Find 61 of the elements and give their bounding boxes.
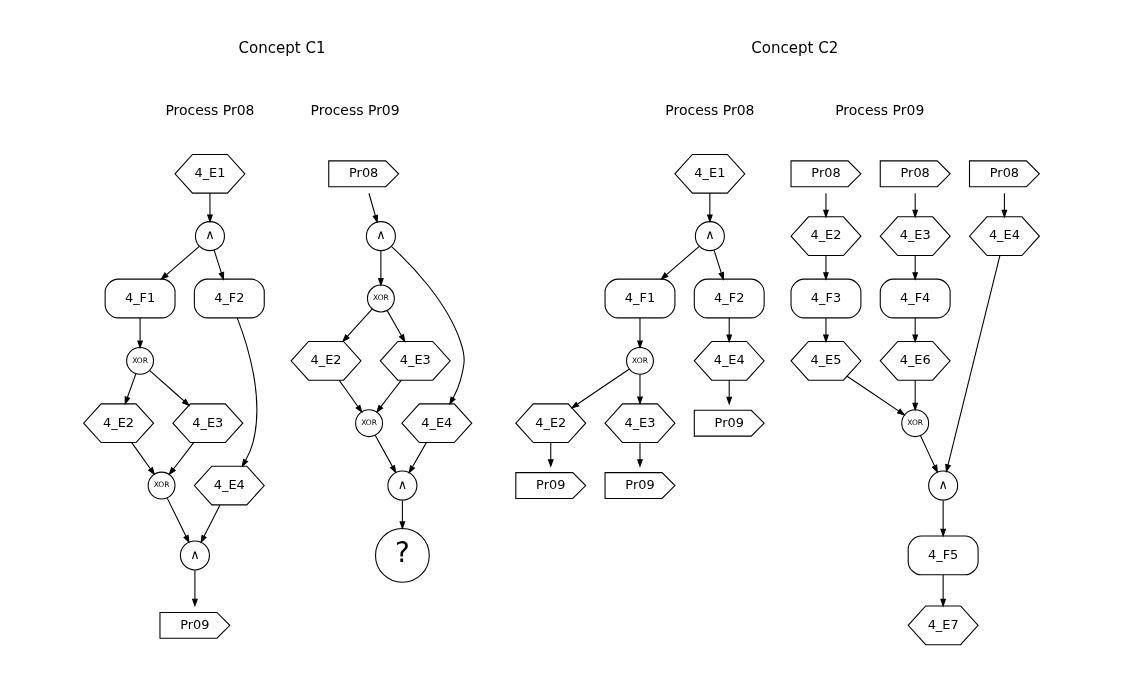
arrow [846, 375, 906, 416]
label: Process Pr09 [835, 102, 925, 119]
node-circle: ∧ [194, 221, 225, 252]
arrow [706, 192, 713, 224]
arrow [374, 434, 397, 474]
arrow [391, 246, 465, 406]
arrow [399, 499, 406, 530]
arrow [919, 435, 938, 474]
arrow [912, 192, 919, 219]
node-box: 4_F4 [879, 278, 951, 319]
arrow [636, 373, 643, 406]
arrow [822, 317, 829, 344]
node-box: 4_F2 [193, 278, 265, 319]
arrow [386, 310, 406, 343]
node-circle: ∧ [387, 470, 418, 501]
arrow [713, 249, 725, 281]
arrow [408, 442, 427, 474]
node-circle: ∧ [179, 540, 210, 571]
node-circle: ∧ [365, 221, 396, 252]
node-circle: ∧ [694, 221, 725, 252]
arrow [168, 442, 195, 476]
node-box: 4_F1 [604, 278, 676, 319]
arrow [124, 373, 137, 406]
node-circle: ? [374, 528, 430, 583]
node-circle: ∧ [928, 470, 959, 501]
node-box: 4_F5 [907, 535, 979, 576]
arrow [200, 504, 221, 544]
arrow [636, 442, 643, 468]
label: Concept C2 [751, 39, 839, 58]
node-box: 4_F3 [790, 278, 862, 319]
arrow [822, 192, 829, 219]
arrow [912, 379, 919, 412]
arrow [660, 245, 700, 280]
arrow [940, 499, 947, 538]
arrow [375, 379, 402, 414]
arrow [822, 255, 829, 281]
arrow [636, 317, 643, 350]
arrow [570, 368, 630, 409]
node-box: 4_F2 [693, 278, 765, 319]
arrow [940, 574, 947, 608]
arrow [1001, 192, 1008, 219]
label: Concept C1 [238, 39, 326, 58]
arrow [368, 192, 379, 224]
arrow [726, 379, 733, 406]
arrow [206, 192, 213, 224]
arrow [377, 250, 384, 287]
arrow [166, 497, 190, 544]
arrow [236, 317, 258, 468]
node-box: 4_F1 [104, 278, 176, 319]
arrow [213, 249, 225, 281]
arrow [149, 370, 191, 407]
arrow [137, 317, 144, 350]
arrow [945, 255, 1001, 473]
arrow [191, 569, 198, 608]
arrow [131, 442, 156, 476]
label: Process Pr09 [310, 102, 400, 119]
label: Process Pr08 [665, 102, 755, 119]
arrow [338, 379, 363, 414]
arrow [160, 245, 200, 280]
label: Process Pr08 [165, 102, 255, 119]
arrow [341, 308, 373, 343]
